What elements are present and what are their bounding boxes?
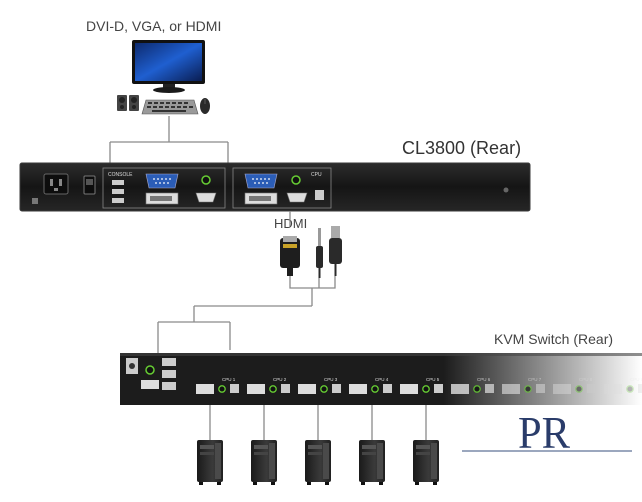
vga-port-icon [244, 173, 278, 189]
hdmi-connector-icon [280, 236, 300, 276]
usb-plug-icon [329, 226, 342, 276]
hdmi-port-icon [400, 384, 418, 394]
dvi-port-icon [145, 192, 179, 205]
mouse-icon [200, 98, 210, 114]
audio-jack-icon [320, 385, 328, 393]
hdmi-port-icon [502, 384, 520, 394]
usb-b-port-icon [230, 384, 239, 393]
usb-b-port-icon [638, 384, 642, 393]
kvm-port-label: CPU 9 [630, 377, 642, 382]
usb-b-port-icon [332, 384, 341, 393]
usb-b-port-icon [434, 384, 443, 393]
kvm-port-group: CPU 8 [553, 377, 596, 394]
computer-tower-icon [251, 440, 277, 485]
speakers-icon [117, 95, 139, 111]
hdmi-port-icon [349, 384, 367, 394]
audio-jack-icon [291, 175, 301, 185]
audio-jack-icon [626, 385, 634, 393]
power-switch-icon [83, 175, 96, 195]
computer-tower-icon [305, 440, 331, 485]
kvm-port-label: CPU 8 [579, 377, 593, 382]
computer-row [197, 440, 439, 485]
console-port-label: CONSOLE [108, 172, 133, 178]
audio-jack-icon [201, 175, 211, 185]
hdmi-port-icon [298, 384, 316, 394]
kvm-port-label: CPU 6 [477, 377, 491, 382]
hdmi-port-icon [604, 384, 622, 394]
kvm-port-label: CPU 3 [324, 377, 338, 382]
hdmi-port-icon [196, 384, 214, 394]
audio-jack-icon [524, 385, 532, 393]
vga-port-icon [145, 173, 179, 189]
usb-b-port-icon [281, 384, 290, 393]
kvm-port-group: CPU 9 [604, 377, 642, 394]
kvm-port-label: CPU 1 [222, 377, 236, 382]
usb-b-port-icon [315, 190, 324, 200]
kvm-port-group: CPU 2 [247, 377, 290, 394]
hdmi-port-icon [286, 192, 308, 203]
dvi-port-icon [244, 192, 278, 205]
kvm-port-row: CPU 1 CPU 2 CPU 3 CPU 4 CPU 5 CPU 6 CPU 7 CPU 8… [196, 377, 642, 394]
kvm-cables [157, 276, 336, 355]
kvm-switch-rear-label: KVM Switch (Rear) [494, 331, 614, 347]
cl3800-rear-panel: CONSOLE CPU [19, 162, 531, 212]
kvm-port-label: CPU 5 [426, 377, 440, 382]
kvm-console-section [126, 358, 176, 390]
usb-b-port-icon [587, 384, 596, 393]
hdmi-port-icon [195, 192, 217, 203]
pr-logo: PR [462, 407, 632, 458]
hdmi-port-icon [247, 384, 265, 394]
kvm-port-group: CPU 3 [298, 377, 341, 394]
hdmi-port-icon [553, 384, 571, 394]
pr-logo-text: PR [518, 407, 570, 458]
kvm-port-label: CPU 7 [528, 377, 542, 382]
audio-plug-icon [316, 228, 323, 278]
keyboard-icon [141, 99, 199, 115]
kvm-port-label: CPU 2 [273, 377, 287, 382]
kvm-port-group: CPU 6 [451, 377, 494, 394]
usb-b-port-icon [383, 384, 392, 393]
audio-jack-icon [473, 385, 481, 393]
kvm-port-group: CPU 7 [502, 377, 545, 394]
kvm-switch-rear-panel [120, 353, 642, 405]
pc-cables [209, 405, 427, 440]
computer-tower-icon [359, 440, 385, 485]
kvm-port-group: CPU 1 [196, 377, 239, 394]
kvm-port-group: CPU 5 [400, 377, 443, 394]
audio-jack-icon [575, 385, 583, 393]
power-socket-icon [43, 173, 69, 195]
audio-jack-icon [371, 385, 379, 393]
kvm-port-group: CPU 4 [349, 377, 392, 394]
computer-tower-icon [413, 440, 439, 485]
ground-screw-icon [32, 198, 38, 204]
audio-jack-icon [422, 385, 430, 393]
kvm-port-label: CPU 4 [375, 377, 389, 382]
computer-tower-icon [197, 440, 223, 485]
cpu-port-label: CPU [311, 172, 322, 178]
hdmi-port-icon [451, 384, 469, 394]
usb-b-port-icon [536, 384, 545, 393]
monitor-icon [132, 40, 205, 93]
usb-b-port-icon [485, 384, 494, 393]
cl3800-rear-label: CL3800 (Rear) [402, 138, 522, 158]
display-options-label: DVI-D, VGA, or HDMI [86, 18, 222, 34]
usb-port-icon [112, 180, 124, 203]
console-port-group [102, 167, 226, 209]
indicator-led-icon [503, 187, 509, 193]
console-cables [109, 116, 229, 163]
audio-jack-icon [218, 385, 226, 393]
cpu-port-group [232, 167, 332, 209]
audio-jack-icon [269, 385, 277, 393]
